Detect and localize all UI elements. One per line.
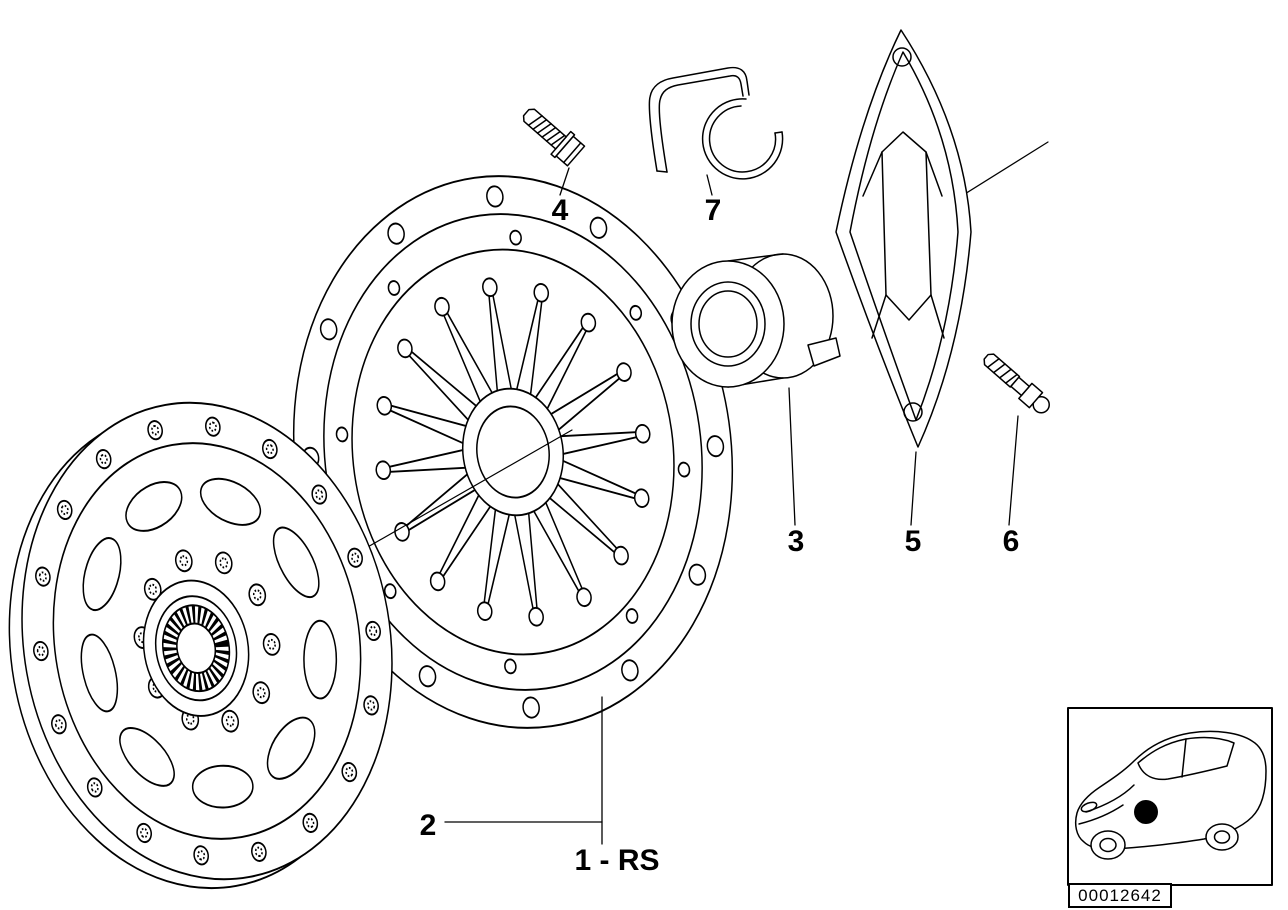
clutch-disc xyxy=(8,401,393,890)
pivot-pin xyxy=(983,353,1050,414)
leader-line-3 xyxy=(788,387,796,526)
callout-1-rs[interactable]: 1 - RS xyxy=(574,844,660,877)
disc-spring-windows xyxy=(80,477,338,809)
clutch-lever-plate xyxy=(835,29,972,448)
leader-line-5 xyxy=(910,451,917,526)
callout-3[interactable]: 3 xyxy=(787,525,805,558)
clutch-location-dot xyxy=(1134,800,1158,824)
callout-7[interactable]: 7 xyxy=(704,194,722,227)
axis-line-center xyxy=(351,429,573,557)
hex-bolt xyxy=(522,108,586,167)
leader-line-4 xyxy=(559,167,570,196)
leader-line-7 xyxy=(706,174,713,196)
callout-2[interactable]: 2 xyxy=(419,809,437,842)
disc-outer-rivets xyxy=(33,416,381,866)
diaphragm-spring-fingers xyxy=(375,277,651,627)
pressure-plate-rivets xyxy=(335,229,691,675)
doc-number-box: 00012642 xyxy=(1068,883,1172,908)
callout-6[interactable]: 6 xyxy=(1002,525,1020,558)
car-thumbnail xyxy=(1067,707,1273,886)
doc-number: 00012642 xyxy=(1078,885,1162,905)
pressure-plate xyxy=(292,175,734,729)
callout-4[interactable]: 4 xyxy=(551,194,569,227)
disc-splined-hub xyxy=(142,579,250,717)
callout-5[interactable]: 5 xyxy=(904,525,922,558)
leader-line-6 xyxy=(1008,415,1019,526)
release-bearing xyxy=(671,253,841,388)
retaining-clip xyxy=(648,66,784,180)
leader-lines xyxy=(444,167,1019,845)
